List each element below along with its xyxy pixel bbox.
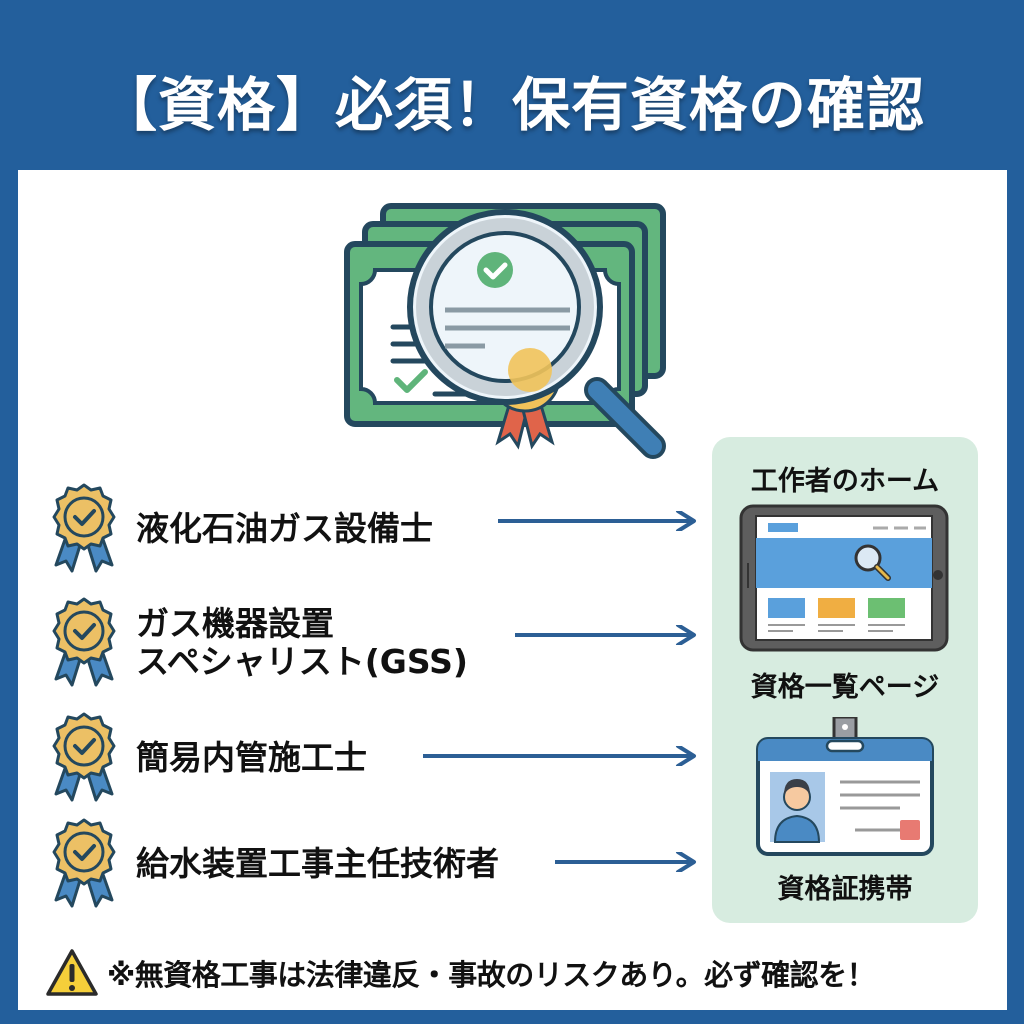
qualification-label: 給水装置工事主任技術者 [136, 844, 499, 883]
warning-text: ※無資格工事は法律違反・事故のリスクあり。必ず確認を！ [107, 958, 876, 992]
qualification-label: 液化石油ガス設備士 [136, 509, 433, 548]
page-title: 【資格】必須！保有資格の確認 [98, 71, 925, 139]
qualification-item: 簡易内管施工士 [50, 712, 367, 804]
qualification-list-label: 資格一覧ページ [750, 672, 940, 703]
award-badge-icon [52, 597, 116, 687]
certificates-magnifier-icon [344, 203, 666, 459]
arrow-right-icon [555, 852, 696, 872]
qualification-label: ガス機器設置 スペシャリスト(GSS) [136, 604, 468, 681]
qualification-item: 給水装置工事主任技術者 [50, 818, 499, 910]
award-badge-icon [52, 712, 116, 802]
arrow-right-icon [498, 511, 696, 531]
qualification-item: 液化石油ガス設備士 [50, 483, 433, 575]
warning-notice: ※無資格工事は法律違反・事故のリスクあり。必ず確認を！ [45, 948, 876, 998]
qualification-item: ガス機器設置 スペシャリスト(GSS) [50, 597, 468, 689]
qualification-label: 簡易内管施工士 [136, 738, 367, 777]
award-badge-icon [52, 483, 116, 573]
id-card-icon [756, 717, 934, 856]
worker-home-label: 工作者のホーム [750, 466, 940, 497]
warning-triangle-icon [46, 949, 98, 996]
tablet-webpage-icon [739, 504, 949, 652]
carry-certificate-label: 資格証携帯 [777, 874, 913, 905]
award-badge-icon [52, 818, 116, 908]
worker-home-panel: 工作者のホーム 資格一覧ページ [712, 437, 978, 923]
arrow-right-icon [423, 746, 696, 766]
arrow-right-icon [515, 625, 696, 645]
